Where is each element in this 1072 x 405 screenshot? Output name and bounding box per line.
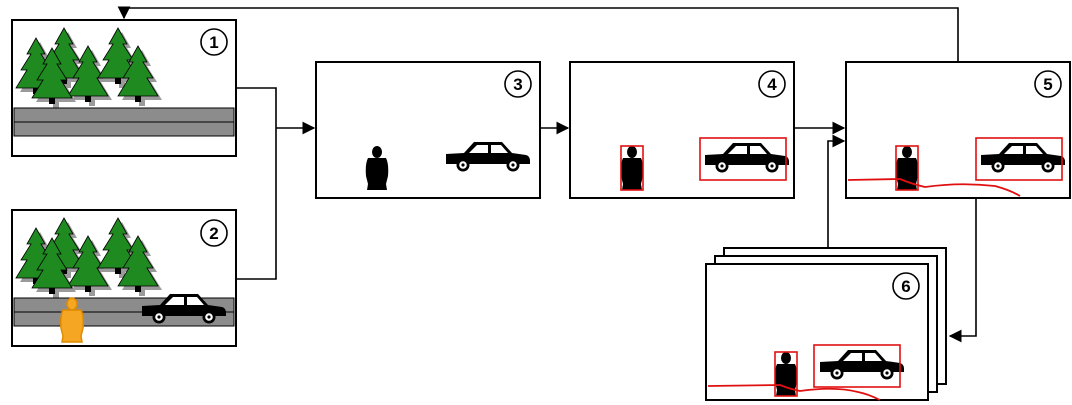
panel-number-badge: 2 [201,220,227,246]
panel-number-4: 4 [767,75,777,94]
panel-number-badge: 6 [893,273,919,299]
panel-number-3: 3 [513,75,522,94]
panel-object-tracking: 5 [846,62,1070,198]
connector-2-merge [236,128,276,279]
panel-scene-background: 1 [12,20,236,156]
arrow-feedback-to-panel-1 [124,8,958,62]
panel-number-2: 2 [209,224,218,243]
panel-number-badge: 4 [759,71,785,97]
panel-number-badge: 5 [1035,71,1061,97]
panel-number-badge: 1 [201,29,227,55]
arrow-stack-to-panel-5 [828,141,844,248]
panel-number-1: 1 [209,33,218,52]
connector-1-merge [236,88,276,128]
arrow-to-panel-6 [950,198,976,336]
panel-tracked-frame-stack: 6 [706,248,946,400]
panel-number-5: 5 [1043,75,1052,94]
panel-number-6: 6 [901,277,910,296]
panel-number-badge: 3 [505,71,531,97]
panel-scene-with-objects: 2 [12,210,236,346]
panel-foreground-extraction: 3 [316,62,540,198]
panel-object-detection: 4 [570,62,794,198]
